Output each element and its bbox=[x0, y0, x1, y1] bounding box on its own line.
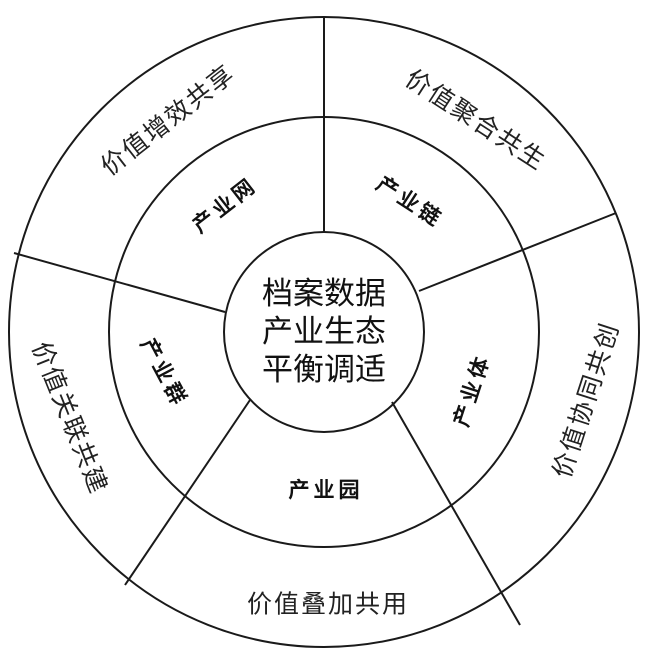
divider-left bbox=[13, 252, 226, 313]
divider-bottom-left bbox=[124, 399, 251, 586]
outer-label-aggregation-symbiosis: 价值聚合共生 bbox=[400, 64, 552, 177]
outer-label-superposition-sharing: 价值叠加共用 bbox=[247, 590, 409, 619]
middle-label-chain: 产业链 bbox=[372, 172, 448, 233]
middle-label-body: 产业体 bbox=[449, 351, 495, 430]
divider-right bbox=[418, 212, 617, 292]
outer-label-association-cobuilding: 价值关联共建 bbox=[26, 337, 114, 498]
center-line-1: 档案数据 bbox=[262, 276, 386, 312]
outer-label-efficiency-sharing: 价值增效共享 bbox=[95, 59, 241, 182]
center-line-3: 平衡调适 bbox=[262, 352, 386, 388]
divider-bottom-right bbox=[391, 401, 521, 626]
middle-label-park: 产业园 bbox=[289, 478, 364, 502]
middle-label-network: 产业网 bbox=[188, 172, 262, 237]
center-line-2: 产业生态 bbox=[262, 314, 386, 350]
middle-label-cluster: 产业群 bbox=[136, 334, 192, 411]
